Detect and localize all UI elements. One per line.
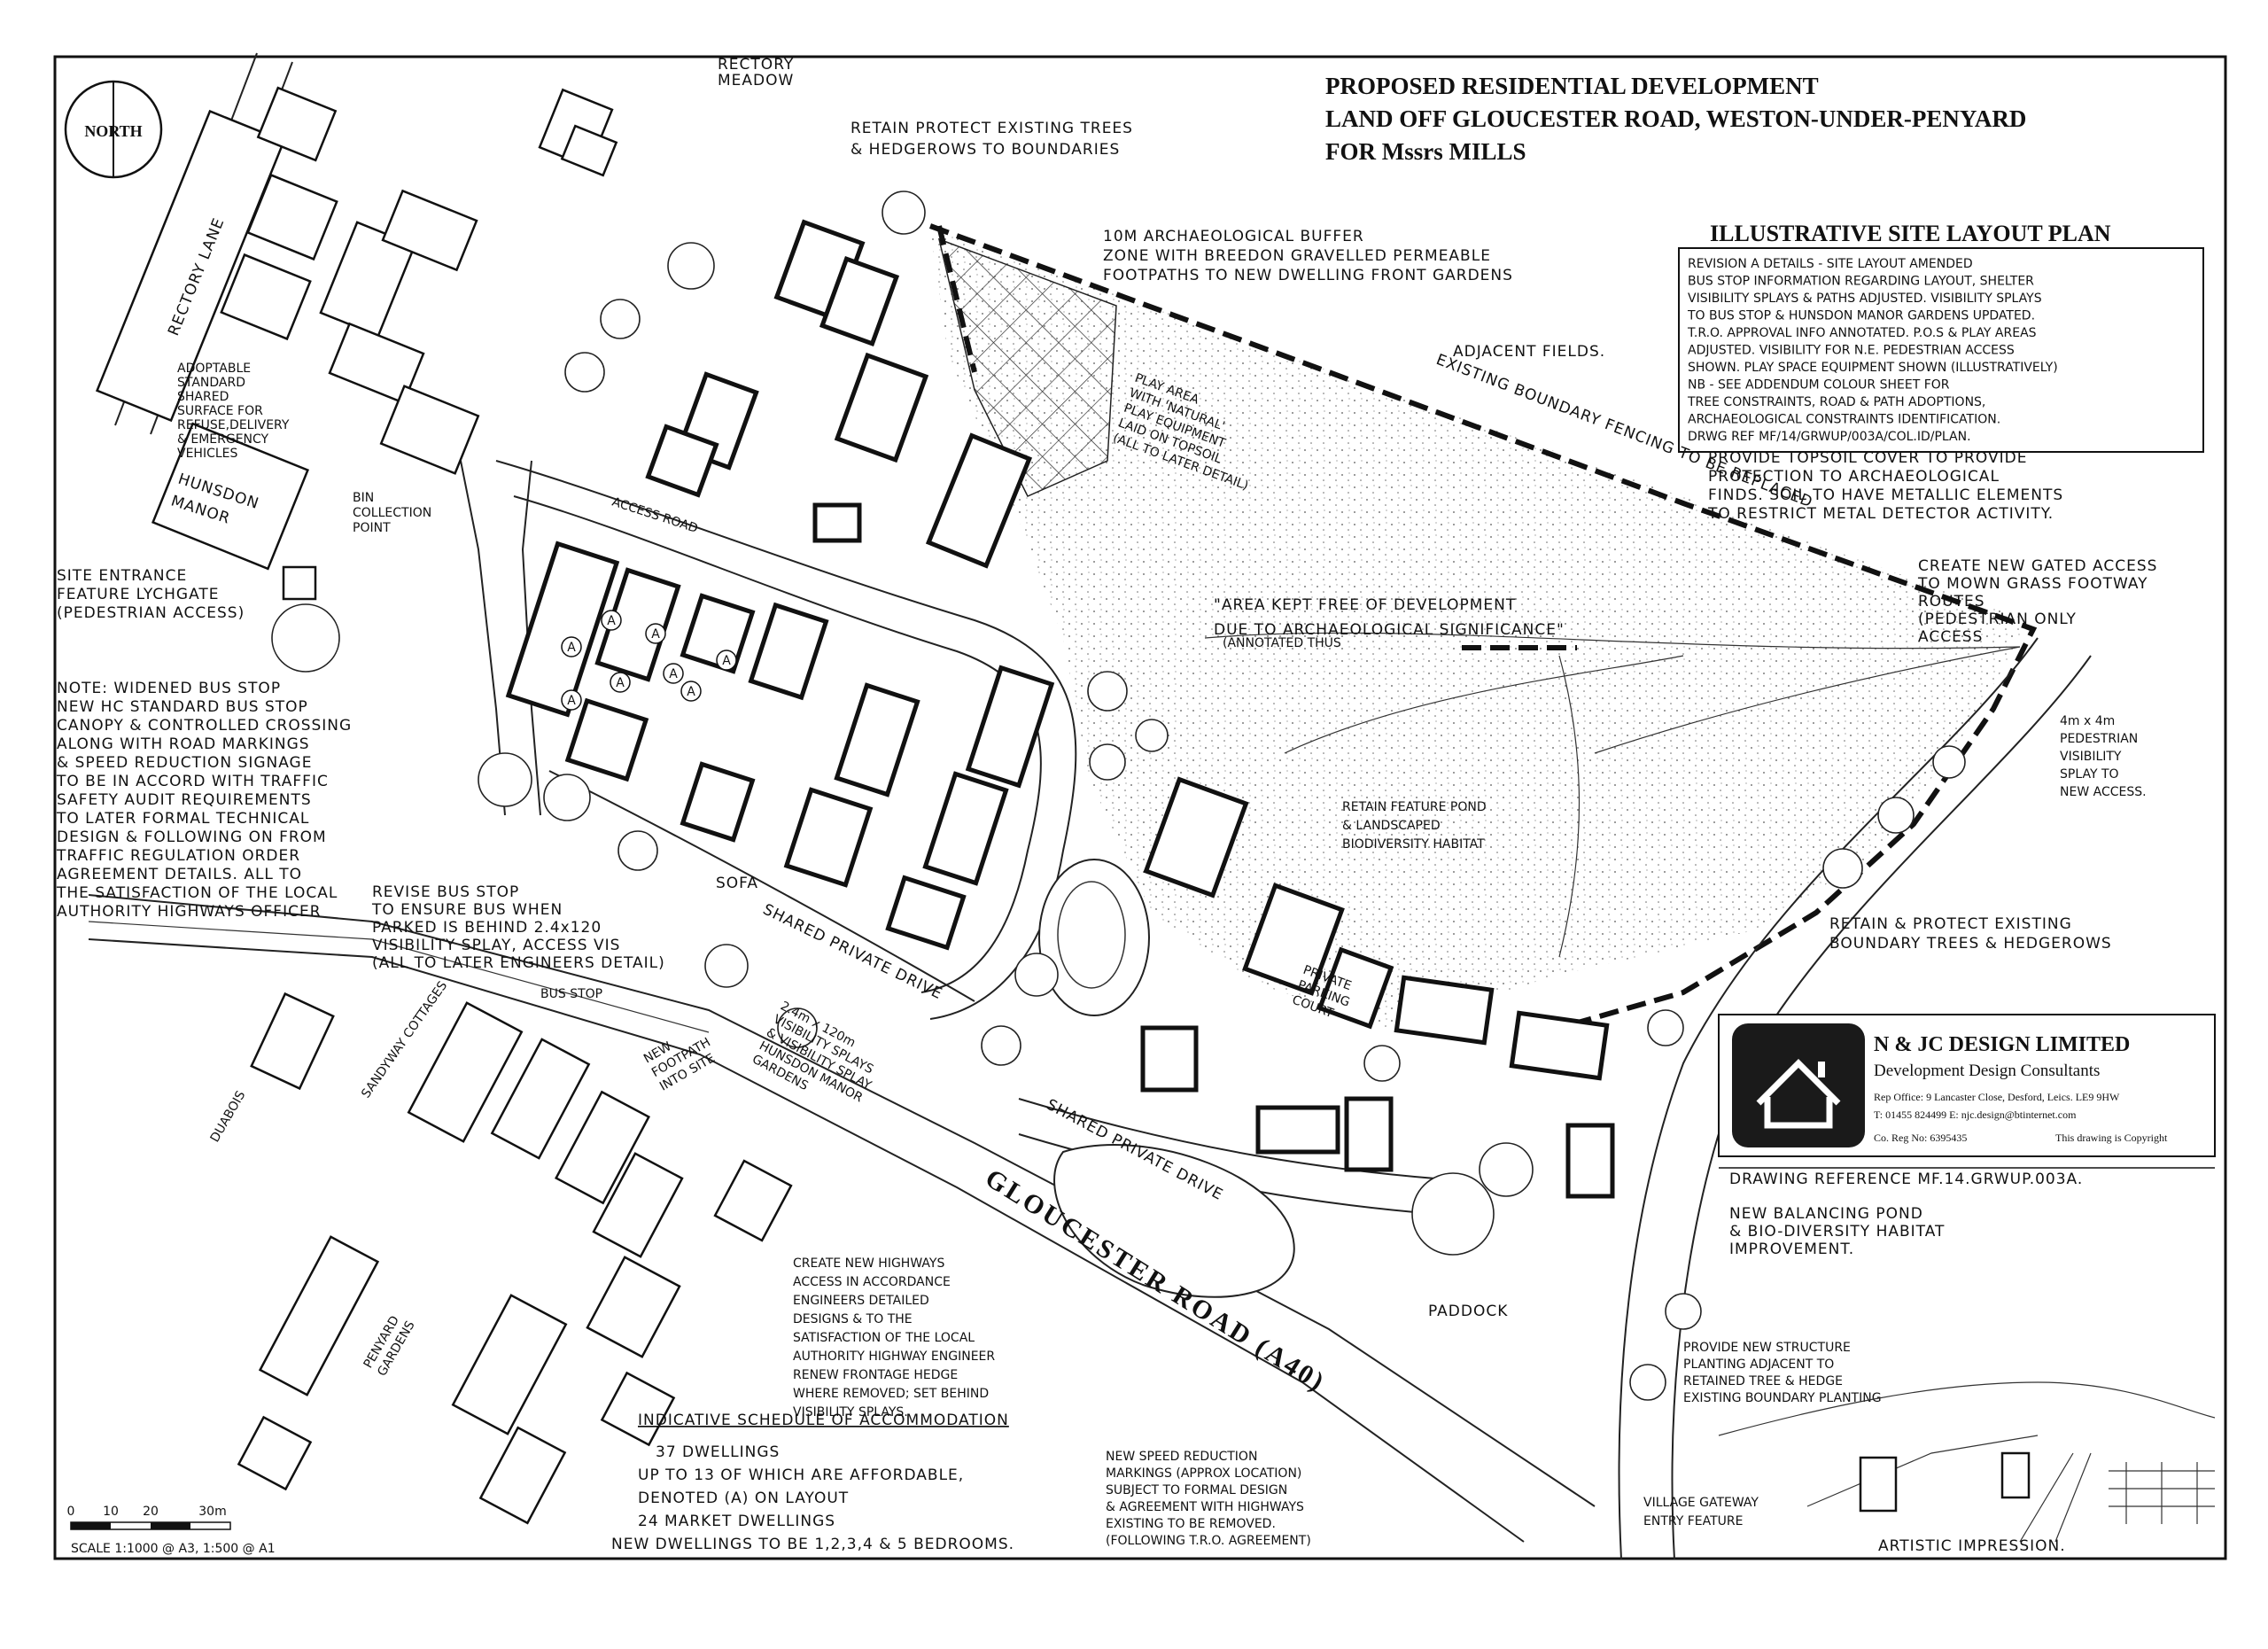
road-verge [88, 921, 710, 1033]
trees [271, 191, 1966, 1401]
company-reg: Co. Reg No: 6395435 [1874, 1132, 1967, 1144]
field-path-1 [1204, 632, 2021, 649]
affordable-marker-label: A [722, 654, 731, 668]
drawing-border [53, 55, 2227, 1560]
affordable-marker-label: A [651, 627, 660, 642]
feature-pond-outer [1038, 859, 1150, 1016]
title-line-3: FOR Mssrs MILLS [1325, 138, 1526, 165]
affordable-marker-label: A [669, 667, 678, 681]
annotation-penyard-gardens: PENYARDGARDENS [361, 1311, 418, 1379]
title-block: PROPOSED RESIDENTIAL DEVELOPMENT LAND OF… [1325, 73, 2026, 165]
affordable-marker [601, 610, 622, 631]
gloucester-road-edge-n [88, 894, 1596, 1507]
field-path-4 [1594, 646, 2021, 754]
existing-boundary-dash [928, 223, 2038, 1031]
field-path-2 [1284, 655, 1684, 754]
scale-tick: 10 [103, 1505, 119, 1519]
affordable-marker [561, 636, 582, 657]
archaeology-limit-dash [936, 225, 977, 373]
annotation-annotated-thus: (ANNOTATED THUS [1223, 636, 1341, 650]
house-icon [1756, 1059, 1841, 1129]
company-copyright: This drawing is Copyright [2055, 1132, 2168, 1144]
annotation-new-footpath: NEWFOOTPATHINTO SITE [641, 1022, 721, 1094]
annotation-artistic-impression: ARTISTIC IMPRESSION. [1878, 1537, 2066, 1555]
title-line-2: LAND OFF GLOUCESTER ROAD, WESTON-UNDER-P… [1325, 105, 2026, 132]
buffer-hatch [937, 237, 1117, 497]
affordable-marker-label: A [567, 641, 576, 655]
balancing-pond [1053, 1144, 1295, 1298]
proposed-dwellings [505, 219, 1615, 1199]
title-line-1: PROPOSED RESIDENTIAL DEVELOPMENT [1325, 73, 1819, 99]
affordable-marker-label: A [687, 685, 695, 699]
north-label: NORTH [84, 122, 142, 140]
annotation-balancing-pond: NEW BALANCING POND& BIO-DIVERSITY HABITA… [1729, 1205, 1945, 1258]
annotation-duabois: DUABOIS [208, 1088, 249, 1145]
accommodation-schedule: INDICATIVE SCHEDULE OF ACCOMMODATION 37 … [611, 1412, 1014, 1553]
company-name: N & JC DESIGN LIMITED [1874, 1033, 2130, 1056]
annotation-retain-trees: RETAIN PROTECT EXISTING TREES& HEDGEROWS… [850, 120, 1133, 159]
company-block: N & JC DESIGN LIMITED Development Design… [1718, 1014, 2216, 1157]
affordable-marker-label: A [607, 614, 616, 628]
private-drive-2 [1018, 1098, 1436, 1179]
scale-caption: SCALE 1:1000 @ A3, 1:500 @ A1 [71, 1542, 276, 1556]
private-drive [548, 770, 975, 1002]
affordable-marker [663, 663, 684, 684]
annotation-sofa: SOFA [716, 875, 758, 892]
existing-buildings-south [237, 992, 793, 1525]
existing-buildings-west [95, 86, 618, 601]
artistic-impression-sketch [1718, 1381, 2216, 1543]
plan-title: ILLUSTRATIVE SITE LAYOUT PLAN [1710, 221, 2111, 246]
feature-pond-inner [1057, 881, 1126, 989]
annotation-paddock: PADDOCK [1428, 1303, 1508, 1320]
annotation-bus-stop: BUS STOP [540, 987, 602, 1001]
affordable-marker-label: A [567, 694, 576, 708]
company-tagline: Development Design Consultants [1874, 1062, 2100, 1080]
annotation-splays: 2.4m x 120mVISIBILITY SPLAYS& VISIBILITY… [750, 999, 888, 1119]
affordable-marker-label: A [616, 676, 625, 690]
affordable-marker [561, 689, 582, 711]
scale-tick: 0 [67, 1505, 75, 1519]
scale-tick: 20 [143, 1505, 159, 1519]
affordable-marker [680, 681, 702, 702]
company-contact: T: 01455 824499 E: njc.design@btinternet… [1874, 1108, 2077, 1121]
company-address: Rep Office: 9 Lancaster Close, Desford, … [1874, 1091, 2120, 1103]
gloucester-road-edge-s [88, 938, 1525, 1543]
annotation-adjacent-fields: ADJACENT FIELDS. [1453, 343, 1605, 361]
north-arrow: NORTH [64, 80, 163, 179]
scale-tick: 30m [198, 1505, 226, 1519]
affordable-marker [610, 672, 631, 693]
schedule-heading: INDICATIVE SCHEDULE OF ACCOMMODATION [638, 1412, 1009, 1429]
company-logo [1732, 1023, 1865, 1147]
affordable-marker [645, 623, 666, 644]
revision-notes: REVISION A DETAILS - SITE LAYOUT AMENDED… [1687, 257, 2058, 444]
entrance-road-2 [521, 460, 541, 816]
affordable-marker [716, 649, 737, 671]
annotation-drawing-reference: DRAWING REFERENCE MF.14.GRWUP.003A. [1729, 1171, 2083, 1188]
revision-box: ILLUSTRATIVE SITE LAYOUT PLAN REVISION A… [1678, 221, 2204, 453]
scale-bar: 0 10 20 30m SCALE 1:1000 @ A3, 1:500 @ A1 [67, 1505, 276, 1556]
access-road-outer [495, 460, 1077, 1020]
annotation-access-road: ACCESS ROAD [610, 495, 700, 536]
field-path-3 [1558, 655, 1581, 958]
